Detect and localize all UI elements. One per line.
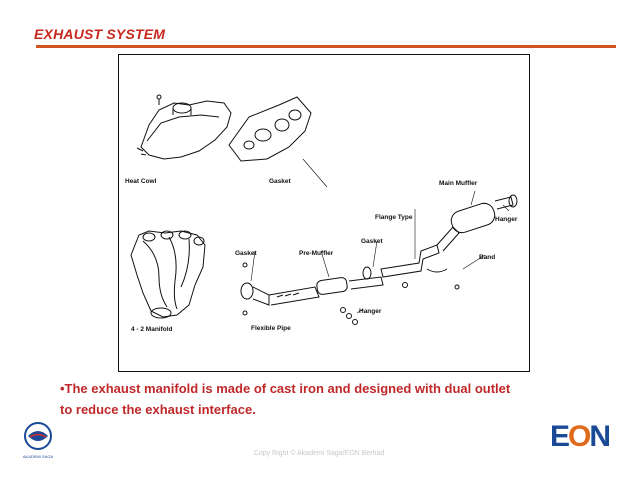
label-heat-cowl: Heat Cowl bbox=[125, 178, 157, 185]
svg-text:AKADEMI SAGA: AKADEMI SAGA bbox=[23, 454, 54, 459]
caption-line-2: to reduce the exhaust interface. bbox=[60, 402, 256, 417]
label-manifold: 4 - 2 Manifold bbox=[131, 326, 173, 333]
title-divider bbox=[36, 45, 616, 48]
label-hanger-right: Hanger bbox=[495, 216, 518, 223]
label-gasket-mid: Gasket bbox=[361, 238, 384, 245]
akademi-saga-logo: AKADEMI SAGA bbox=[20, 420, 56, 465]
label-flange-type: Flange Type bbox=[375, 214, 413, 221]
eon-logo: EON bbox=[550, 420, 611, 454]
exhaust-parts-illustration: Heat Cowl Gasket Main Muffler Flange Typ… bbox=[125, 94, 518, 333]
slide-caption: •The exhaust manifold is made of cast ir… bbox=[60, 378, 620, 420]
label-flexible-pipe: Flexible Pipe bbox=[251, 325, 291, 332]
eon-logo-n: N bbox=[589, 420, 611, 453]
top-gasket-part bbox=[228, 96, 312, 162]
akademi-saga-emblem-icon: AKADEMI SAGA bbox=[23, 422, 54, 459]
label-gasket-top: Gasket bbox=[269, 178, 292, 185]
caption-line-1: •The exhaust manifold is made of cast ir… bbox=[60, 381, 511, 396]
label-hanger-bottom: Hanger bbox=[359, 308, 382, 315]
label-pre-muffler: Pre-Muffler bbox=[299, 250, 334, 257]
rear-muffler-assembly bbox=[362, 194, 518, 290]
manifold-part bbox=[130, 230, 206, 319]
label-gasket-left: Gasket bbox=[235, 250, 258, 257]
front-pipe-assembly bbox=[240, 262, 384, 325]
heat-cowl-part bbox=[136, 94, 232, 160]
copyright-notice: Copy Right © Akademi Saga/EON Berhad bbox=[253, 450, 385, 457]
slide-title: EXHAUST SYSTEM bbox=[34, 26, 166, 42]
eon-logo-e: E bbox=[550, 420, 570, 453]
label-main-muffler: Main Muffler bbox=[439, 180, 478, 187]
label-leader-lines bbox=[250, 158, 510, 314]
eon-logo-o: O bbox=[568, 420, 591, 453]
exhaust-system-diagram: Heat Cowl Gasket Main Muffler Flange Typ… bbox=[118, 54, 530, 372]
label-band: Band bbox=[479, 254, 495, 261]
